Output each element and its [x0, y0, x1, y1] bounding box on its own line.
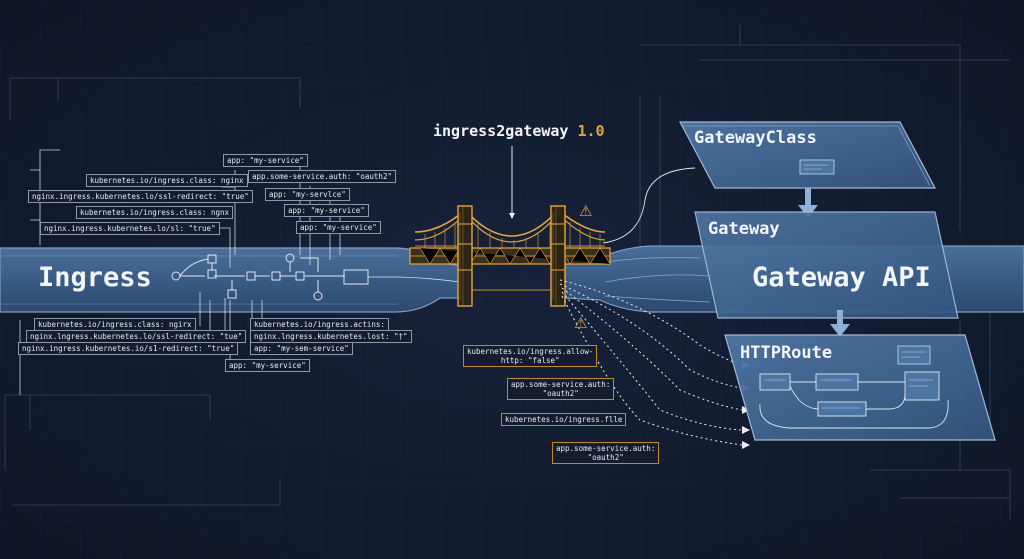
annotation-label: app: "my-service"	[223, 154, 308, 167]
annotation-label: app: "my-service"	[284, 204, 369, 217]
gatewayclass-connector	[602, 167, 696, 244]
tool-version: 1.0	[577, 122, 605, 140]
bridge-illustration	[409, 205, 611, 307]
layer-gateway-label: Gateway	[708, 219, 780, 239]
ingress-title: Ingress	[38, 262, 152, 293]
layer-gatewayclass-label: GatewayClass	[694, 128, 817, 148]
httproute-panel	[724, 334, 996, 441]
annotation-label: kubernetes.io/ingress.class: nginx	[86, 174, 248, 187]
annotation-label: nginx.ingress.kubernetes.lo/sl: "true"	[40, 222, 220, 235]
blueprint-frame-lines	[4, 25, 1011, 520]
unmapped-annotation-label: kubernetes.io/ingress.flle	[501, 413, 627, 426]
gateway-api-title: Gateway API	[752, 262, 931, 293]
annotation-label: nginx.ingress.kubernetes.io/s1-redirect:…	[18, 342, 239, 355]
tool-name: ingress2gateway	[433, 122, 569, 140]
unmapped-annotation-label: kubernetes.io/ingress.allow- http: "fals…	[463, 345, 598, 367]
dotted-mapping-arrows	[559, 279, 743, 446]
layer-httproute-label: HTTPRoute	[740, 343, 833, 363]
annotation-label: app: "my-sem-service"	[250, 342, 353, 355]
annotation-label: app: "my-service"	[296, 221, 381, 234]
unmapped-annotation-label: app.some-service.auth: "oauth2"	[552, 442, 660, 464]
annotation-label: app: "my-service"	[225, 359, 310, 372]
annotation-label: kubernetes.io/ingress.class: ngnx	[76, 206, 234, 219]
tool-title: ingress2gateway 1.0	[433, 122, 605, 140]
annotation-label: nginx.ingress.kubernetes.lo/ssl-redirect…	[28, 190, 253, 203]
gatewayclass-panel	[679, 121, 936, 189]
unmapped-annotation-label: app.some-service.auth: "oauth2"	[507, 378, 615, 400]
ingress-flow-nodes	[171, 253, 461, 301]
gateway-panel	[694, 211, 959, 319]
annotation-label: app: "my-servlce"	[265, 188, 350, 201]
annotation-label: app.some-service.auth: "oauth2"	[248, 170, 396, 183]
warning-icon: ⚠	[579, 202, 593, 220]
warning-icon: ⚠	[574, 314, 588, 332]
